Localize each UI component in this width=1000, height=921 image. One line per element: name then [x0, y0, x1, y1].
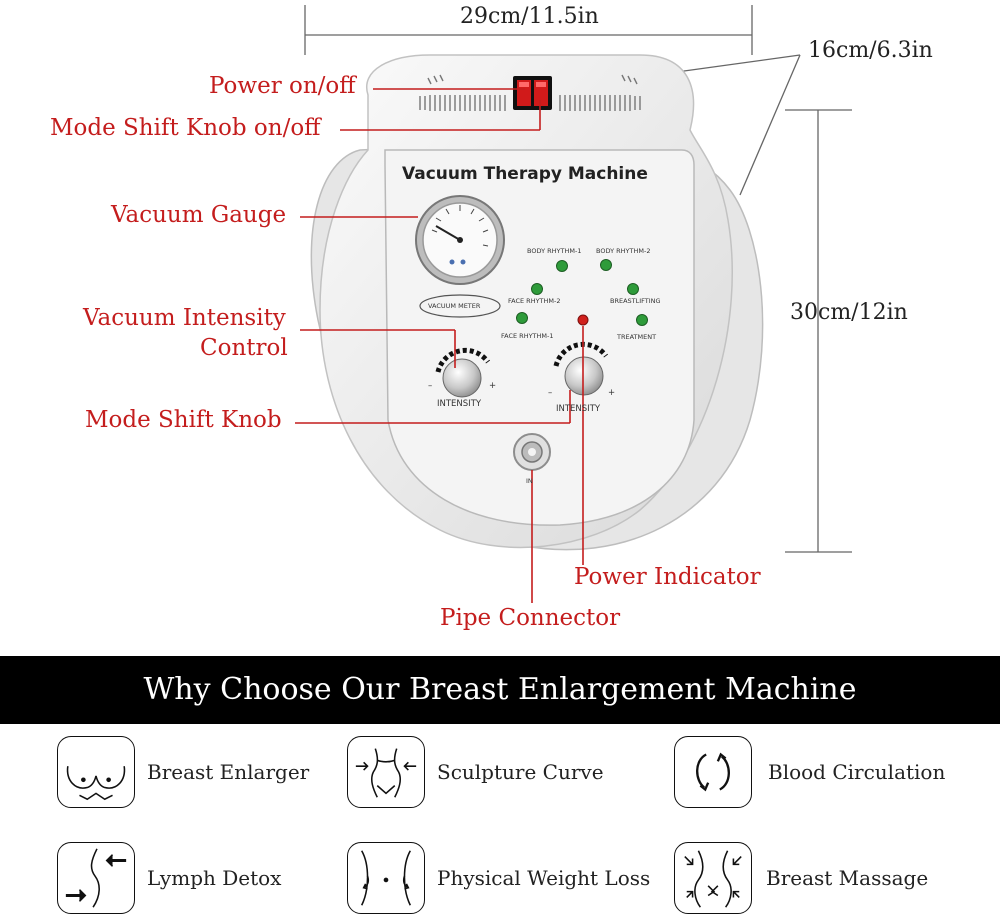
mode-label-breastlifting: BREASTLIFTING: [610, 297, 661, 305]
width-dimension-label: 29cm/11.5in: [460, 4, 599, 29]
intensity-knob[interactable]: [435, 347, 491, 398]
callout-leaders: [295, 88, 584, 603]
mode-label-face-rhythm-2: FACE RHYTHM-2: [508, 297, 561, 305]
callout-power: Power on/off: [209, 73, 356, 99]
lymph-arrows-icon: [57, 842, 135, 914]
height-dimension-label: 30cm/12in: [790, 300, 908, 325]
intensity-plus-right: +: [608, 388, 616, 398]
intensity-minus-right: –: [548, 388, 553, 398]
inlet-label: IN: [526, 477, 533, 485]
callout-intensity-line1: Vacuum Intensity: [83, 305, 286, 331]
pipe-connector[interactable]: [513, 433, 551, 471]
banner-bar: [0, 656, 1000, 724]
mode-label-body-rhythm-1: BODY RHYTHM-1: [527, 247, 582, 255]
callout-power-indicator: Power Indicator: [574, 564, 761, 590]
body-contour-icon: [347, 842, 425, 914]
depth-dimension-label: 16cm/6.3in: [808, 38, 933, 63]
callout-intensity-line2: Control: [200, 335, 288, 361]
mode-shift-knob[interactable]: [553, 341, 609, 396]
feature-label: Blood Circulation: [768, 760, 946, 784]
callout-mode-shift-knob: Mode Shift Knob: [85, 407, 282, 433]
feature-blood-circulation: Blood Circulation: [674, 736, 945, 808]
intensity-minus-left: –: [428, 381, 433, 391]
mode-label-treatment: TREATMENT: [617, 333, 657, 341]
breast-icon: [57, 736, 135, 808]
vent-grille-right: [559, 74, 641, 111]
callout-mode-shift-switch: Mode Shift Knob on/off: [50, 115, 321, 141]
vent-grille-left: [419, 74, 506, 111]
vacuum-gauge: [415, 195, 505, 285]
feature-physical-weight-loss: Physical Weight Loss: [347, 842, 650, 914]
mode-label-face-rhythm-1: FACE RHYTHM-1: [501, 332, 554, 340]
callout-pipe-connector: Pipe Connector: [440, 605, 621, 631]
feature-sculpture-curve: Sculpture Curve: [347, 736, 604, 808]
feature-label: Sculpture Curve: [437, 760, 604, 784]
feature-lymph-detox: Lymph Detox: [57, 842, 281, 914]
intensity-label-left: INTENSITY: [437, 399, 482, 409]
power-switch[interactable]: [513, 76, 552, 110]
massage-arrows-icon: [674, 842, 752, 914]
machine-title: Vacuum Therapy Machine: [402, 164, 648, 184]
mode-label-body-rhythm-2: BODY RHYTHM-2: [596, 247, 651, 255]
feature-breast-massage: Breast Massage: [674, 842, 928, 914]
feature-label: Breast Enlarger: [147, 760, 310, 784]
feature-label: Breast Massage: [766, 866, 929, 890]
intensity-label-right: INTENSITY: [556, 404, 601, 414]
vacuum-meter-label: VACUUM METER: [428, 302, 481, 310]
feature-label: Physical Weight Loss: [437, 866, 651, 890]
circulation-arrows-icon: [674, 736, 752, 808]
waist-curve-icon: [347, 736, 425, 808]
feature-label: Lymph Detox: [147, 866, 282, 890]
banner-title: Why Choose Our Breast Enlargement Machin…: [143, 672, 857, 707]
feature-breast-enlarger: Breast Enlarger: [57, 736, 309, 808]
intensity-plus-left: +: [489, 381, 497, 391]
mode-indicators: [516, 259, 648, 326]
device-illustration: [295, 5, 852, 603]
callout-vacuum-gauge: Vacuum Gauge: [111, 202, 287, 228]
vacuum-meter-oval: [419, 294, 501, 318]
power-indicator-led: [577, 314, 589, 326]
